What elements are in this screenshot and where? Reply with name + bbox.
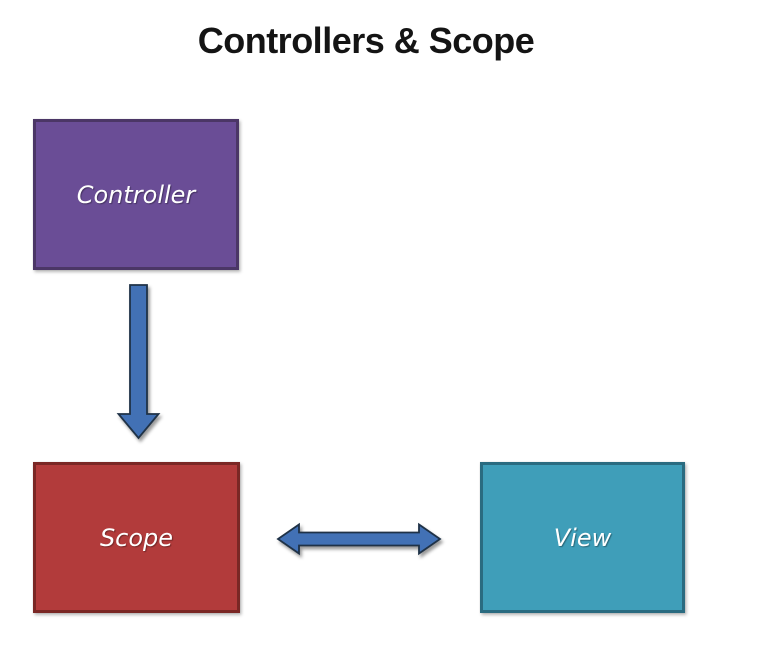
node-scope: Scope [33,462,240,613]
node-controller-label: Controller [76,180,196,209]
node-scope-label: Scope [99,523,174,552]
diagram-title: Controllers & Scope [197,20,535,61]
controller-to-scope-arrow-icon [116,284,161,440]
node-view: View [480,462,685,613]
scope-view-double-arrow-icon [276,522,442,556]
node-controller: Controller [33,119,239,270]
node-view-label: View [553,523,612,552]
